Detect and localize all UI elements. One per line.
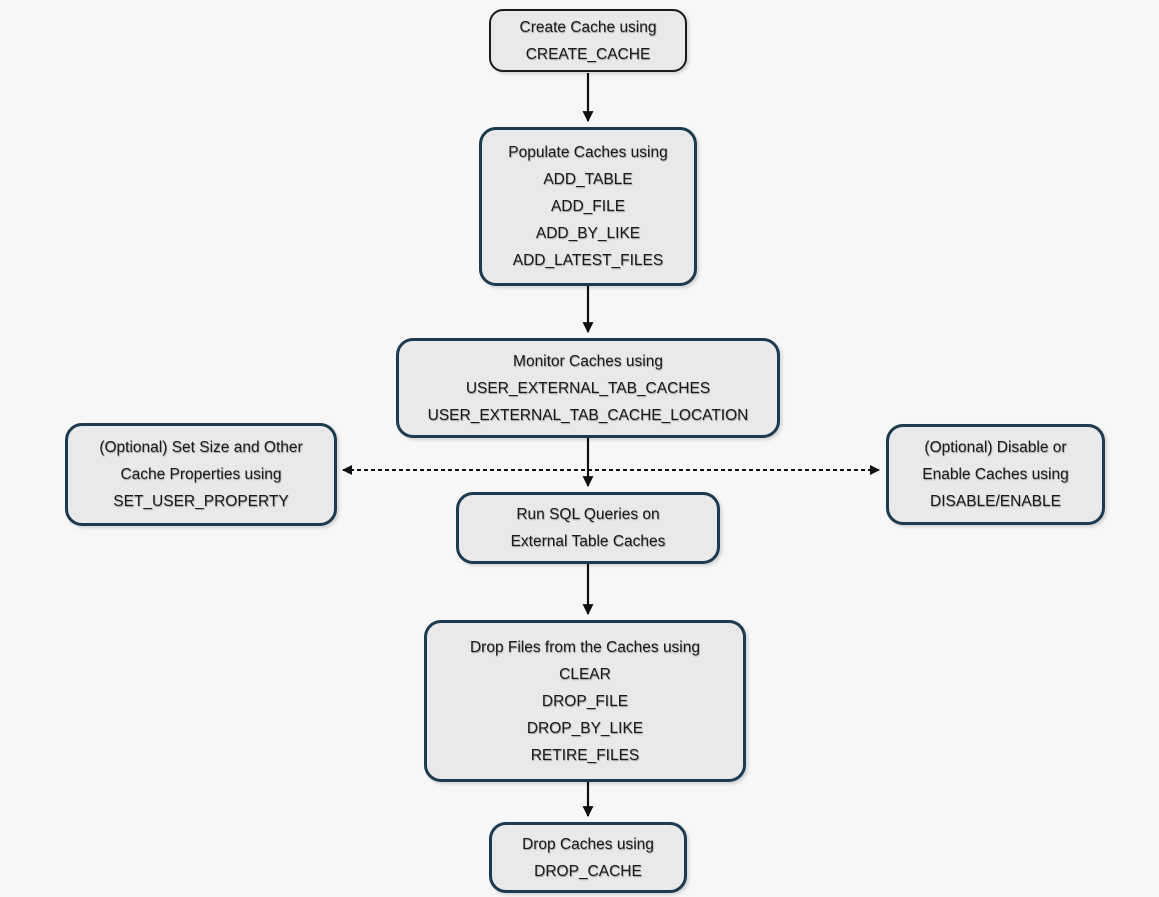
node-line: Run SQL Queries on xyxy=(516,506,660,523)
node-line: CREATE_CACHE xyxy=(525,45,651,63)
node-line: ADD_FILE xyxy=(550,198,626,215)
node-line: Monitor Caches using xyxy=(513,352,663,370)
flow-node-drop-files: Drop Files from the Caches using CLEAR D… xyxy=(424,620,746,782)
flow-node-monitor-caches: Monitor Caches using USER_EXTERNAL_TAB_C… xyxy=(396,338,780,438)
flow-node-set-cache-properties: (Optional) Set Size and Other Cache Prop… xyxy=(65,423,337,526)
node-line: Populate Caches using xyxy=(508,144,668,161)
flow-node-run-sql-queries: Run SQL Queries on External Table Caches xyxy=(456,492,720,564)
flow-node-disable-enable-caches: (Optional) Disable or Enable Caches usin… xyxy=(886,424,1105,525)
node-line: USER_EXTERNAL_TAB_CACHES xyxy=(465,379,711,397)
node-line: SET_USER_PROPERTY xyxy=(113,493,289,510)
node-line: DROP_FILE xyxy=(541,692,629,710)
node-line: External Table Caches xyxy=(510,533,666,550)
node-line: Drop Files from the Caches using xyxy=(469,638,700,656)
node-line: CLEAR xyxy=(559,665,611,683)
node-line: Create Cache using xyxy=(519,18,657,36)
flow-node-populate-caches: Populate Caches using ADD_TABLE ADD_FILE… xyxy=(479,127,697,286)
node-line: DROP_CACHE xyxy=(534,862,642,880)
node-line: DROP_BY_LIKE xyxy=(526,719,644,737)
flow-node-drop-caches: Drop Caches using DROP_CACHE xyxy=(489,822,687,893)
flow-node-create-cache: Create Cache using CREATE_CACHE xyxy=(489,9,687,72)
node-line: RETIRE_FILES xyxy=(530,746,640,764)
node-line: ADD_TABLE xyxy=(543,171,633,188)
node-line: (Optional) Set Size and Other xyxy=(99,439,303,456)
node-line: Enable Caches using xyxy=(922,466,1069,483)
node-line: (Optional) Disable or xyxy=(924,439,1067,456)
node-line: Drop Caches using xyxy=(522,835,654,853)
node-line: ADD_LATEST_FILES xyxy=(512,252,664,269)
node-line: USER_EXTERNAL_TAB_CACHE_LOCATION xyxy=(427,406,749,424)
node-line: Cache Properties using xyxy=(120,466,282,483)
node-line: DISABLE/ENABLE xyxy=(930,493,1061,510)
node-line: ADD_BY_LIKE xyxy=(535,225,641,242)
